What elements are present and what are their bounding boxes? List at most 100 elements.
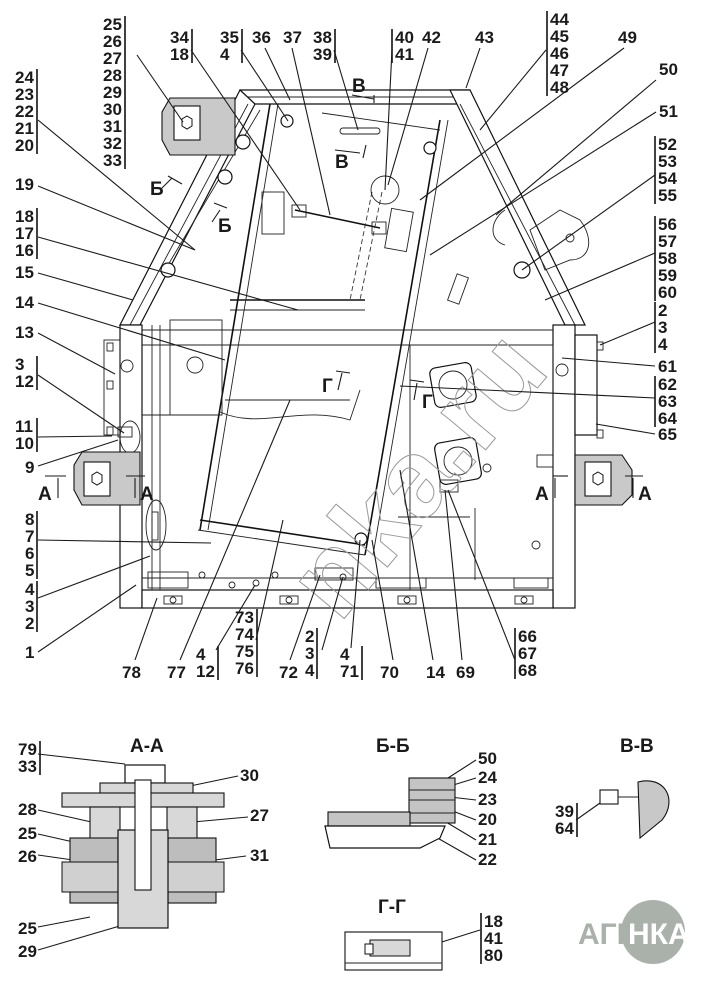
callout-label: 31 [103, 117, 122, 136]
leader-line [240, 49, 289, 122]
callout-label: 48 [550, 78, 569, 97]
leader-line [419, 47, 625, 201]
callout-label: 66 [518, 627, 537, 646]
callout-label: 45 [550, 27, 569, 46]
callout-label: 23 [15, 85, 34, 104]
callout-label: 67 [518, 644, 537, 663]
callout-label: 25 [103, 15, 122, 34]
callout-label: 39 [313, 45, 332, 64]
callout-42: 42 [387, 28, 441, 186]
callout-19: 19 [15, 175, 196, 251]
leader-line [37, 119, 196, 251]
callout-label: 17 [15, 224, 34, 243]
leader-line [37, 236, 299, 311]
leader-line [189, 775, 239, 787]
callout-label: 28 [18, 800, 37, 819]
callout-label: 19 [15, 175, 34, 194]
callout-14-bottom: 14 [399, 469, 445, 682]
callout-label: 3 [25, 597, 34, 616]
section-title-v-v: В-В [620, 736, 654, 757]
leader-line [37, 439, 119, 467]
callout-label: 43 [475, 28, 494, 47]
agronka-logo: АГРО НКА [578, 900, 690, 964]
leader-line [37, 374, 125, 434]
callout-label: 21 [478, 830, 497, 849]
callout-label: 24 [478, 768, 497, 787]
leader-line [289, 574, 321, 661]
callout-69: 69 [444, 489, 475, 682]
callout-label: 26 [103, 32, 122, 51]
callout-label: 1 [25, 643, 34, 662]
callout-label: 12 [15, 372, 34, 391]
leader-line [37, 753, 126, 765]
callout-label: 4 [658, 335, 668, 354]
callout-label: 61 [658, 357, 677, 376]
callout-label: 4 [196, 645, 206, 664]
callout-label: 79 [18, 740, 37, 759]
callout-label: 30 [103, 100, 122, 119]
callout-label: 5 [25, 561, 34, 580]
callout-label: 33 [18, 757, 37, 776]
callout-label: 8 [25, 510, 34, 529]
leader-line [37, 555, 151, 599]
elastic-mount-top [161, 97, 236, 156]
callout-label: 54 [658, 169, 677, 188]
callout-label: 2 [658, 301, 667, 320]
callout-label: 24 [15, 68, 34, 87]
callout-label: 22 [15, 102, 34, 121]
section-callout: 20 [449, 809, 497, 829]
callout-label: 42 [422, 28, 441, 47]
callout-label: 4 [340, 645, 350, 664]
callout-label: 72 [279, 663, 298, 682]
section-callout: 21 [445, 821, 497, 849]
callout-label: 44 [550, 10, 569, 29]
callout-label: 32 [103, 134, 122, 153]
section-mark-g-1: Г [322, 376, 333, 397]
leader-line [37, 584, 137, 653]
callout-label: 56 [658, 215, 677, 234]
callout-label: 40 [395, 28, 414, 47]
main-frame: nka.ru [73, 89, 633, 640]
section-title-g-g: Г-Г [378, 897, 406, 918]
leader-line [429, 111, 657, 256]
callout-49: 49 [419, 28, 637, 201]
callout-label: 21 [15, 119, 34, 138]
callout-label: 64 [658, 409, 677, 428]
callout-label: 18 [15, 207, 34, 226]
leader-line [134, 597, 158, 661]
leader-line [465, 47, 481, 89]
callout-label: 49 [618, 28, 637, 47]
leader-line [350, 539, 361, 649]
leader-line [179, 399, 291, 661]
callout-label: 2 [305, 627, 314, 646]
leader-line [447, 489, 516, 661]
callout-label: 3 [305, 644, 314, 663]
callout-label: 57 [658, 232, 677, 251]
callout-4-2-left: 432 [25, 555, 151, 633]
callout-label: 29 [18, 942, 37, 961]
section-callout: 50 [447, 749, 497, 779]
callout-72: 72 [279, 574, 321, 682]
section-title-b-b: Б-Б [376, 736, 410, 757]
callout-label: 39 [555, 802, 574, 821]
callout-label: 4 [220, 45, 230, 64]
callout-label: 9 [25, 458, 34, 477]
section-b-b: Б-Б [324, 736, 456, 849]
callout-label: 25 [18, 919, 37, 938]
callout-label: 51 [659, 102, 678, 121]
leader-line [575, 802, 601, 821]
base-beam [141, 589, 554, 609]
callout-label: 23 [478, 790, 497, 809]
leader-line [599, 321, 656, 346]
callout-label: 77 [167, 663, 186, 682]
callout-label: 28 [103, 66, 122, 85]
leader-line [399, 469, 434, 661]
leader-line [37, 916, 91, 928]
logo-right-text: НКА [628, 918, 690, 951]
